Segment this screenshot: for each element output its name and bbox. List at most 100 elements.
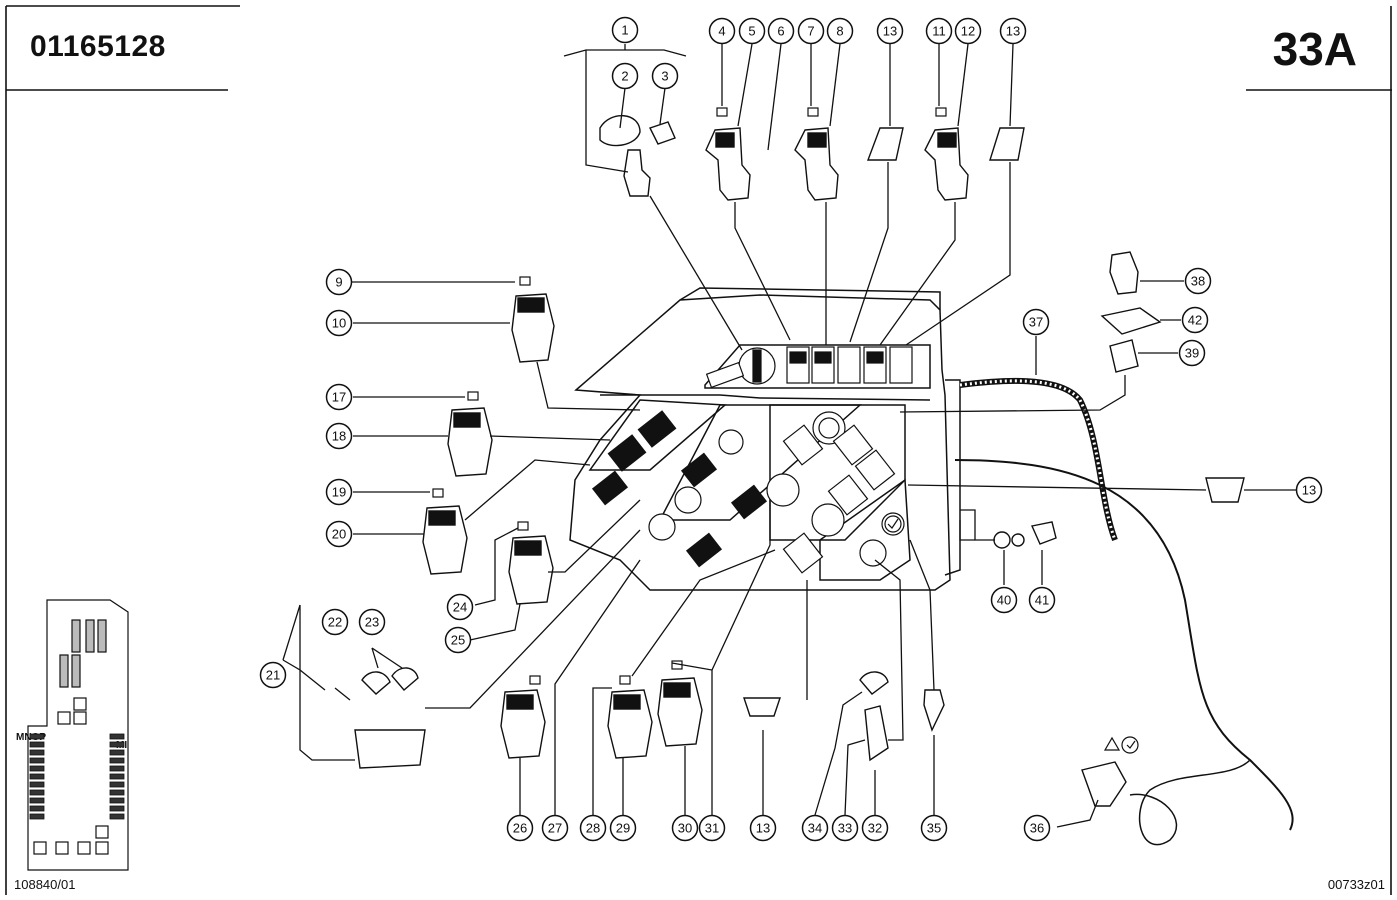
callout-label: 29: [616, 821, 630, 836]
callout-26: 26: [506, 814, 534, 842]
callout-24: 24: [446, 593, 474, 621]
indicator-tiles: [432, 107, 947, 685]
callout-label: 27: [548, 821, 562, 836]
callout-label: 12: [961, 24, 975, 39]
callout-33: 33: [831, 814, 859, 842]
callout-label: 23: [365, 615, 379, 630]
callout-12: 12: [954, 17, 982, 45]
callout-label: 20: [332, 527, 346, 542]
callout-label: 17: [332, 390, 346, 405]
callout-label: 13: [1006, 24, 1020, 39]
callout-35: 35: [920, 814, 948, 842]
callout-label: 30: [678, 821, 692, 836]
callout-21: 21: [259, 661, 287, 689]
callout-18: 18: [325, 422, 353, 450]
callout-30: 30: [671, 814, 699, 842]
callout-label: 32: [868, 821, 882, 836]
callout-13: 13: [1295, 476, 1323, 504]
callout-label: 11: [932, 24, 946, 39]
callout-38: 38: [1184, 267, 1212, 295]
callout-3: 3: [651, 62, 679, 90]
callout-4: 4: [708, 17, 736, 45]
callout-25: 25: [444, 626, 472, 654]
callout-label: 7: [807, 24, 814, 39]
callout-label: 21: [266, 668, 280, 683]
callout-34: 34: [801, 814, 829, 842]
callout-39: 39: [1178, 339, 1206, 367]
callout-label: 1: [621, 23, 628, 38]
callout-label: 36: [1030, 821, 1044, 836]
callout-label: 2: [621, 69, 628, 84]
callout-6: 6: [767, 17, 795, 45]
callout-label: 26: [513, 821, 527, 836]
cable-harness: [954, 377, 1294, 846]
callout-label: 33: [838, 821, 852, 836]
footer-right-code: 00733z01: [1327, 877, 1385, 892]
callout-19: 19: [325, 478, 353, 506]
callout-8: 8: [826, 17, 854, 45]
callout-label: 19: [332, 485, 346, 500]
callout-28: 28: [579, 814, 607, 842]
callout-label: 35: [927, 821, 941, 836]
pictograms: [884, 515, 1139, 754]
callout-label: 34: [808, 821, 822, 836]
console-body: [569, 287, 961, 591]
callout-label: 10: [332, 316, 346, 331]
inset-schematic: [27, 599, 129, 871]
callout-label: 13: [1302, 483, 1316, 498]
callout-20: 20: [325, 520, 353, 548]
switch-modules: [354, 114, 1245, 807]
callout-label: 9: [335, 275, 342, 290]
callout-37: 37: [1022, 308, 1050, 336]
console-switch-panels: [591, 346, 913, 574]
callout-label: 5: [748, 24, 755, 39]
callout-13: 13: [749, 814, 777, 842]
callout-42: 42: [1181, 306, 1209, 334]
callout-17: 17: [325, 383, 353, 411]
callout-7: 7: [797, 17, 825, 45]
callout-2: 2: [611, 62, 639, 90]
callout-label: 39: [1185, 346, 1199, 361]
callout-40: 40: [990, 586, 1018, 614]
callout-label: 8: [836, 24, 843, 39]
callout-label: 38: [1191, 274, 1205, 289]
callout-label: 6: [777, 24, 784, 39]
callout-label: 13: [756, 821, 770, 836]
callout-10: 10: [325, 309, 353, 337]
callout-label: 28: [586, 821, 600, 836]
callout-label: 42: [1188, 313, 1202, 328]
callout-1: 1: [611, 16, 639, 44]
part-number: 01165128: [30, 30, 166, 63]
footer-left-code: 108840/01: [14, 877, 76, 892]
callout-label: 40: [997, 593, 1011, 608]
callout-label: 24: [453, 600, 467, 615]
frame-lines: [5, 5, 1392, 895]
callout-label: 22: [328, 615, 342, 630]
callout-5: 5: [738, 17, 766, 45]
callout-label: 25: [451, 633, 465, 648]
callout-13: 13: [876, 17, 904, 45]
callout-label: 18: [332, 429, 346, 444]
callout-32: 32: [861, 814, 889, 842]
callout-label: 31: [705, 821, 719, 836]
callout-9: 9: [325, 268, 353, 296]
callout-29: 29: [609, 814, 637, 842]
callout-label: 37: [1029, 315, 1043, 330]
callout-31: 31: [698, 814, 726, 842]
callout-36: 36: [1023, 814, 1051, 842]
callout-13: 13: [999, 17, 1027, 45]
leader-lines: [282, 43, 1296, 828]
callout-label: 3: [661, 69, 668, 84]
sheet-code: 33A: [1272, 23, 1357, 75]
callout-41: 41: [1028, 586, 1056, 614]
callout-22: 22: [321, 608, 349, 636]
callout-label: 4: [718, 24, 725, 39]
callout-11: 11: [925, 17, 953, 45]
callout-23: 23: [358, 608, 386, 636]
callout-label: 41: [1035, 593, 1049, 608]
callout-label: 13: [883, 24, 897, 39]
callout-27: 27: [541, 814, 569, 842]
